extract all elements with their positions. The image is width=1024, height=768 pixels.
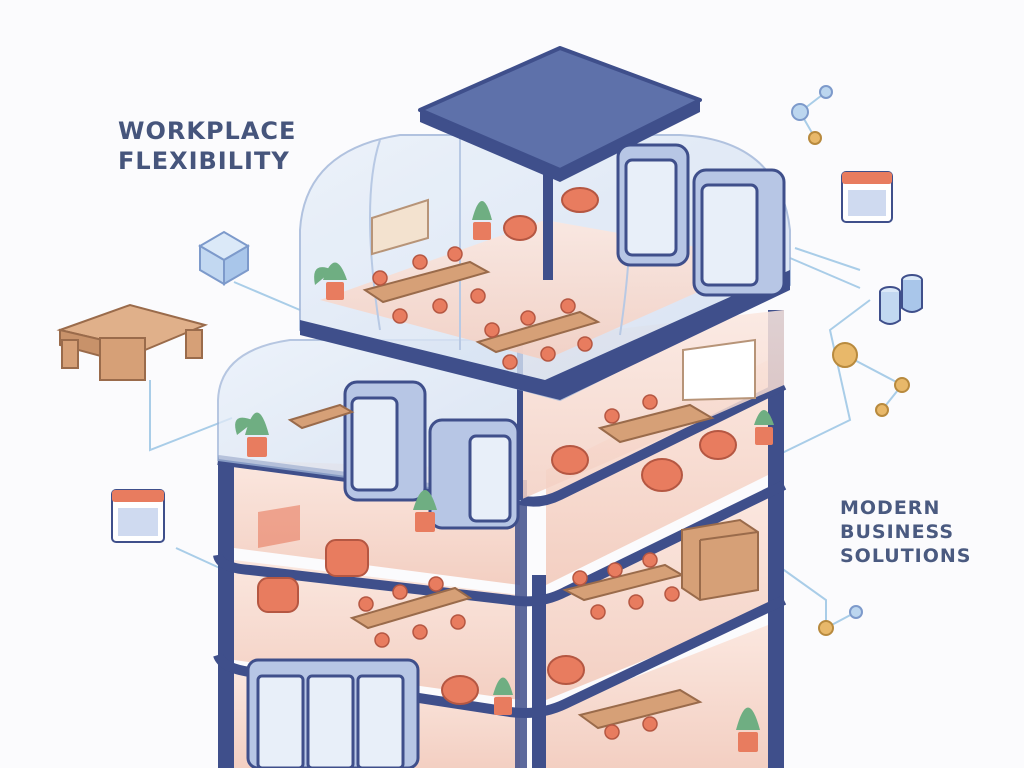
- chairs: [358, 246, 680, 740]
- calendar-icon: [841, 171, 893, 223]
- headline-line: BUSINESS: [840, 521, 955, 543]
- network-node-icon: [832, 342, 910, 417]
- headline-line: FLEXIBILITY: [118, 147, 290, 175]
- desk-icon: [56, 303, 209, 381]
- calendar-icon: [111, 489, 165, 543]
- phone-booths: [246, 143, 786, 768]
- lounge-seating: [257, 187, 737, 705]
- headline-modern-business-solutions: MODERN BUSINESS SOLUTIONS: [840, 496, 971, 568]
- headline-line: MODERN: [840, 497, 941, 519]
- headline-line: WORKPLACE: [118, 117, 297, 145]
- roof-canopy: [418, 46, 702, 182]
- potted-plants: [235, 201, 774, 752]
- network-node-icon: [791, 85, 833, 145]
- cube-icon: [198, 230, 250, 286]
- meeting-tables: [287, 260, 715, 730]
- network-node-icon: [818, 605, 863, 636]
- headline-workplace-flexibility: WORKPLACE FLEXIBILITY: [118, 116, 296, 176]
- storage-cabinet: [681, 518, 759, 602]
- headline-line: SOLUTIONS: [840, 545, 972, 567]
- wall-board: [258, 198, 756, 548]
- database-cylinder-icon: [879, 274, 923, 325]
